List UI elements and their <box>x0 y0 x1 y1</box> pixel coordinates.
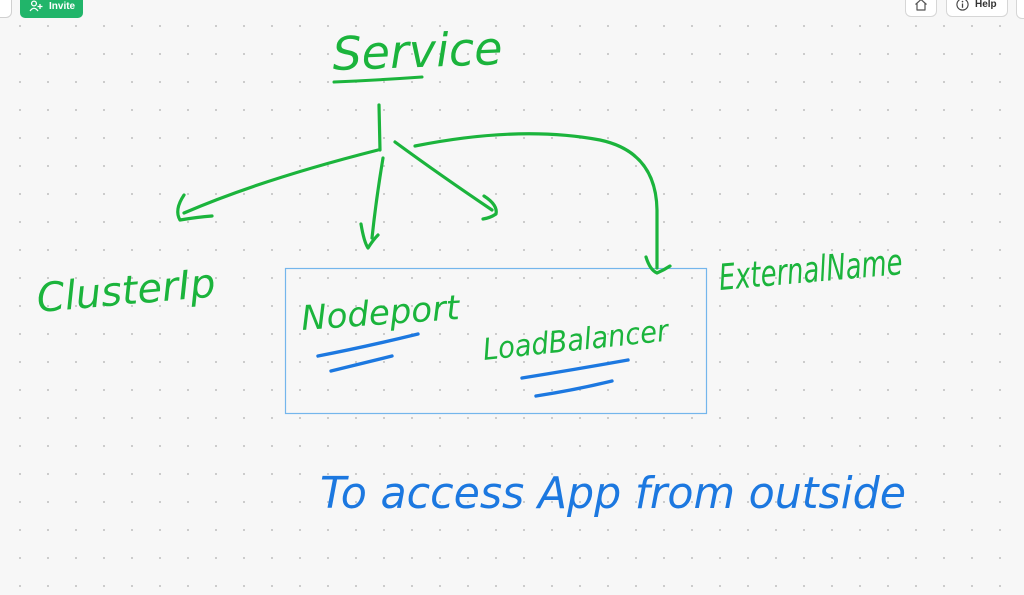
trunk-line <box>377 103 382 152</box>
label-loadbalancer: LoadBalancer <box>481 314 671 368</box>
help-button[interactable]: Help <box>946 0 1008 17</box>
sketch-title: Service <box>331 21 503 81</box>
home-button[interactable] <box>905 0 937 17</box>
nodeport-underline-1 <box>316 332 420 358</box>
label-nodeport: Nodeport <box>300 288 462 339</box>
arrowhead-clusterip <box>176 193 214 222</box>
nodeport-underline-2 <box>329 354 394 373</box>
arrowhead-loadbalancer <box>481 194 498 221</box>
label-externalname: ExternalName <box>717 242 904 299</box>
arrow-clusterip <box>182 148 380 215</box>
title-underline <box>332 75 424 84</box>
invite-label: Invite <box>49 0 76 12</box>
home-icon <box>915 0 927 11</box>
selection-box[interactable] <box>284 267 708 415</box>
add-user-icon <box>29 0 43 12</box>
arrow-externalname <box>413 132 659 270</box>
arrow-loadbalancer <box>393 140 494 212</box>
loadbalancer-underline-2 <box>534 379 614 398</box>
label-clusterip: ClusterIp <box>35 261 217 322</box>
overflow-button[interactable] <box>1016 0 1024 19</box>
arrow-nodeport <box>370 156 385 240</box>
arrowhead-externalname <box>644 255 672 275</box>
help-label: Help <box>975 0 997 10</box>
menu-button[interactable] <box>0 0 12 18</box>
arrowhead-nodeport <box>359 222 380 250</box>
note-text: To access App from outside <box>320 468 906 519</box>
info-icon <box>956 0 969 11</box>
loadbalancer-underline-1 <box>520 358 630 380</box>
invite-button[interactable]: Invite <box>20 0 83 18</box>
